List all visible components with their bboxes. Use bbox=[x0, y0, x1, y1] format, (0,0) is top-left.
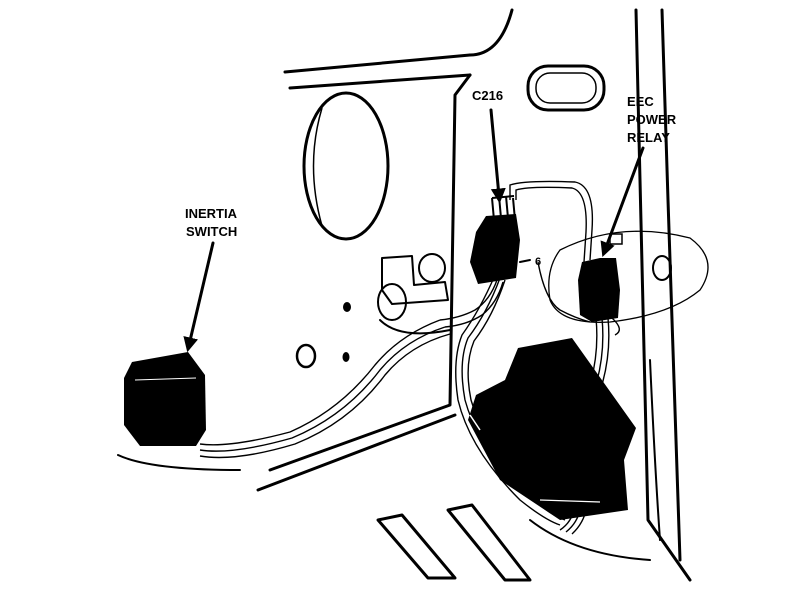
callout-arrows bbox=[183, 108, 645, 353]
eec-power-relay-label-line2: POWER bbox=[627, 112, 677, 127]
top-slot bbox=[526, 64, 606, 112]
c216-connector bbox=[470, 195, 531, 284]
mounting-bracket bbox=[377, 253, 451, 335]
body-panel bbox=[117, 8, 514, 492]
door-pillar bbox=[634, 8, 692, 582]
eec-power-relay-label-line3: RELAY bbox=[627, 130, 670, 145]
inertia-switch-label-line2: SWITCH bbox=[186, 224, 237, 239]
eec-power-relay bbox=[548, 230, 709, 323]
c216-label: C216 bbox=[472, 88, 503, 103]
harness-inertia bbox=[199, 319, 451, 459]
electronic-module bbox=[468, 338, 636, 520]
eec-power-relay-label: EEC POWER RELAY bbox=[627, 94, 677, 145]
access-hole bbox=[302, 91, 390, 241]
ground-mark: 6 bbox=[535, 256, 541, 268]
floor-rails bbox=[376, 503, 651, 582]
inertia-switch bbox=[124, 352, 206, 446]
inertia-switch-label-line1: INERTIA bbox=[185, 206, 238, 221]
eec-power-relay-label-line1: EEC bbox=[627, 94, 654, 109]
harness-loop bbox=[509, 180, 594, 323]
inertia-switch-label: INERTIA SWITCH bbox=[185, 206, 238, 239]
panel-holes bbox=[295, 302, 351, 369]
